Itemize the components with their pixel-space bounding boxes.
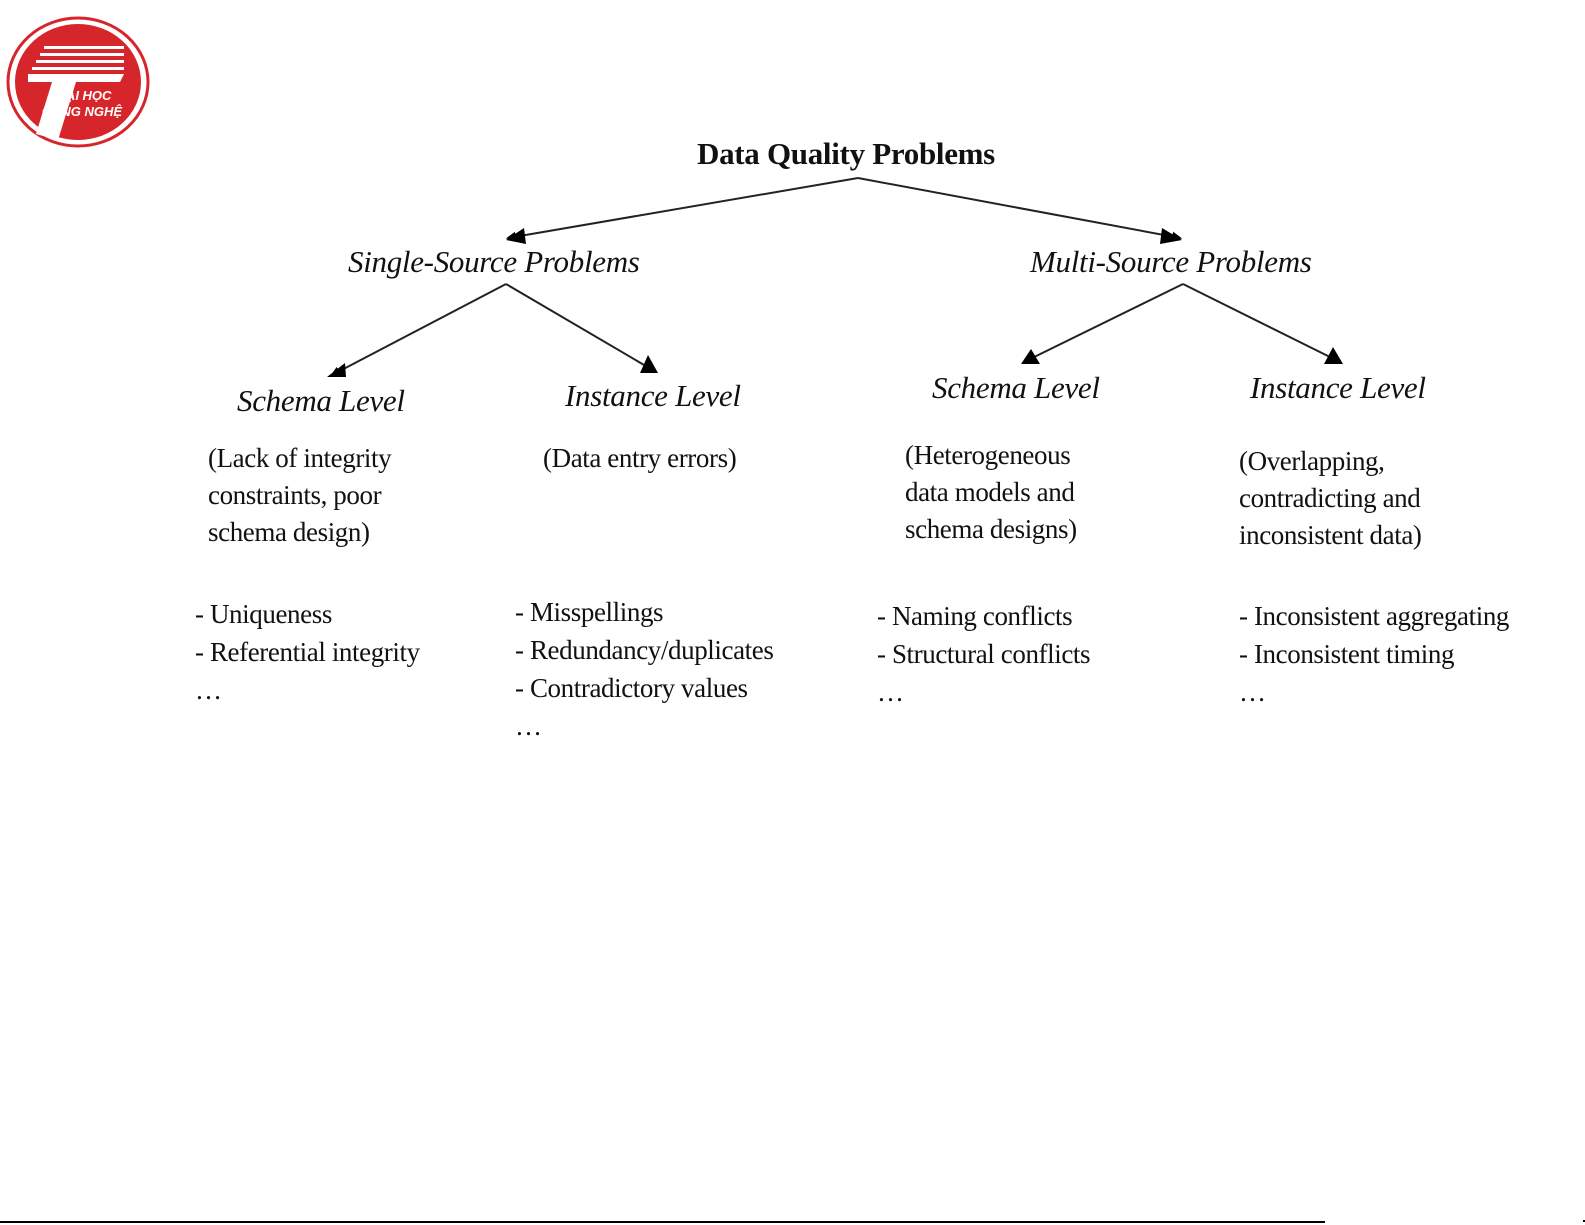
multi-instance-items: - Inconsistent aggregating - Inconsisten… (1239, 597, 1509, 711)
list-item: - Naming conflicts (877, 601, 1073, 631)
multi-schema-items: - Naming conflicts - Structural conflict… (877, 597, 1091, 711)
list-item: … (1239, 677, 1266, 707)
multi-source-label: Multi-Source Problems (1030, 244, 1312, 279)
diagram-title: Data Quality Problems (697, 136, 995, 171)
list-item: - Misspellings (515, 597, 664, 627)
single-schema-items: - Uniqueness - Referential integrity … (195, 595, 420, 709)
list-item: - Redundancy/duplicates (515, 635, 774, 665)
arrowhead-single (506, 228, 526, 244)
description-line: (Overlapping, (1239, 446, 1385, 476)
arrow-single-to-instance (505, 283, 658, 374)
arrow-single-to-schema (330, 283, 507, 376)
description-line: (Data entry errors) (543, 443, 737, 473)
arrowhead-single-schema (327, 363, 346, 377)
arrowhead-multi-schema (1021, 349, 1040, 364)
arrowhead-multi (1160, 228, 1182, 244)
university-logo: ĐẠI HỌC CÔNG NGHỆ (6, 16, 150, 148)
arrowhead-single-instance (640, 355, 658, 373)
description-line: (Lack of integrity (208, 443, 392, 473)
footer-divider (0, 1221, 1325, 1223)
logo-text-line1: ĐẠI HỌC (57, 88, 113, 103)
description-line: schema design) (208, 517, 370, 547)
single-instance-description: (Data entry errors) (543, 440, 737, 477)
description-line: (Heterogeneous (905, 440, 1071, 470)
description-line: data models and (905, 477, 1075, 507)
list-item: - Referential integrity (195, 637, 420, 667)
list-item: - Structural conflicts (877, 639, 1091, 669)
arrow-multi-to-schema (1022, 283, 1184, 363)
arrow-title-to-single (506, 177, 859, 242)
list-item: … (877, 677, 904, 707)
list-item: - Uniqueness (195, 599, 332, 629)
description-line: schema designs) (905, 514, 1077, 544)
list-item: … (195, 675, 222, 705)
description-line: inconsistent data) (1239, 520, 1422, 550)
multi-instance-level-label: Instance Level (1250, 370, 1426, 405)
footer-mark (1583, 1220, 1585, 1222)
description-line: contradicting and (1239, 483, 1421, 513)
list-item: … (515, 711, 542, 741)
logo-text-line2: CÔNG NGHỆ (42, 104, 123, 119)
list-item: - Inconsistent aggregating (1239, 601, 1510, 631)
multi-schema-level-label: Schema Level (932, 370, 1100, 405)
description-line: constraints, poor (208, 480, 382, 510)
single-schema-level-label: Schema Level (237, 383, 405, 418)
single-instance-level-label: Instance Level (565, 378, 741, 413)
multi-instance-description: (Overlapping, contradicting and inconsis… (1239, 443, 1422, 554)
list-item: - Contradictory values (515, 673, 748, 703)
multi-schema-description: (Heterogeneous data models and schema de… (905, 437, 1077, 548)
arrow-title-to-multi (857, 177, 1182, 242)
single-instance-items: - Misspellings - Redundancy/duplicates -… (515, 593, 774, 745)
arrowhead-multi-instance (1324, 347, 1343, 364)
single-schema-description: (Lack of integrity constraints, poor sch… (208, 440, 392, 551)
arrow-multi-to-instance (1182, 283, 1342, 363)
single-source-label: Single-Source Problems (348, 244, 640, 279)
list-item: - Inconsistent timing (1239, 639, 1455, 669)
